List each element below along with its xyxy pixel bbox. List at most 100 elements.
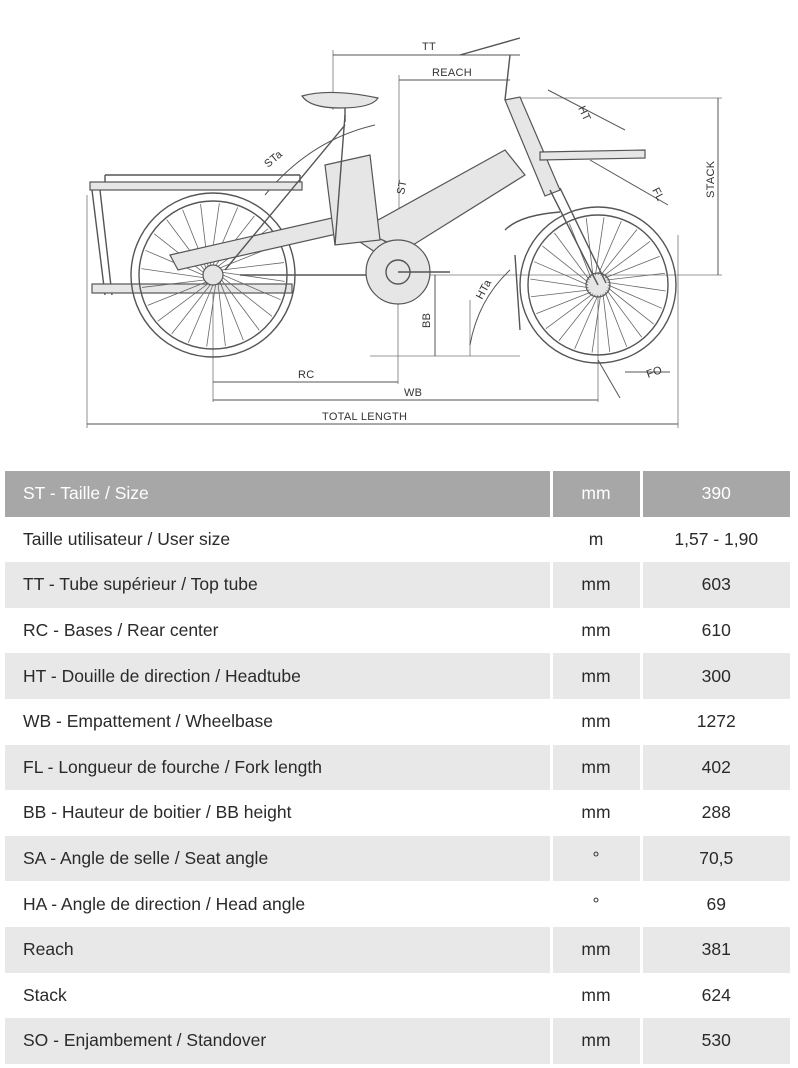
wheel-spoke [600,229,638,276]
row-value: 530 [641,1018,790,1064]
wheel-spoke [558,294,596,341]
wheel-spoke [171,284,211,335]
wheel-spoke [604,291,628,347]
row-unit: ° [551,835,643,882]
wheel-spoke [157,283,209,322]
row-unit: mm [551,972,643,1019]
wheel-spoke [222,272,285,282]
row-unit: mm [551,562,643,608]
row-value: 288 [641,790,790,836]
row-label: Reach [5,926,553,973]
wheel-spoke [142,279,205,288]
row-label: Taille utilisateur / User size [5,516,553,563]
row-label: BB - Hauteur de boitier / BB height [5,790,553,836]
row-label: HT - Douille de direction / Headtube [5,653,553,699]
row-value: 1272 [641,698,790,745]
wheel-spoke [206,284,216,347]
wheel-spoke [221,262,284,271]
wheel-spoke [545,293,594,329]
row-unit: mm [551,744,643,791]
wheel-spoke [221,279,260,331]
table-row: HA - Angle de direction / Head angle°69 [5,881,790,927]
label-fl: FL [649,186,666,203]
row-value: 603 [641,562,790,608]
row-unit: mm [551,1018,643,1064]
row-unit: mm [551,698,643,745]
label-st: ST [395,179,409,196]
label-stack: STACK [705,160,717,198]
wheel-spoke [536,291,592,315]
label-rc: RC [298,369,315,381]
wheel-spoke [597,220,622,276]
table-row: SA - Angle de selle / Seat angle°70,5 [5,835,790,882]
label-bb: BB [421,313,433,328]
bike-geometry-diagram: TT REACH HT STACK STa ST FL HTa BB RC WB… [86,37,722,428]
wheel-spoke [585,217,594,277]
row-unit: mm [551,471,643,517]
row-unit: ° [551,881,643,927]
row-label: WB - Empattement / Wheelbase [5,698,553,745]
row-unit: mm [551,926,643,973]
wheel-spoke [217,283,226,346]
wheel-spoke [607,284,663,309]
wheel-spoke [606,272,666,281]
wheel-spoke [604,255,660,279]
row-value: 69 [641,881,790,927]
wheel-spoke [222,274,281,301]
label-sta: STa [262,148,285,170]
wheel-spoke [574,294,599,350]
label-wb: WB [404,387,422,399]
wheel-spoke [607,282,666,292]
wheel-spoke [554,232,590,281]
wheel-spoke [606,289,642,338]
label-ht: HT [575,104,592,123]
row-label: Stack [5,972,553,1019]
wheel-spoke [222,277,273,317]
row-value: 1,57 - 1,90 [641,516,790,563]
row-unit: m [551,516,643,563]
wheel-spoke [607,287,654,325]
wheel-spoke [530,278,589,288]
row-label: HA - Angle de direction / Head angle [5,881,553,927]
row-value: 70,5 [641,835,790,882]
wheel-spoke [602,241,651,277]
row-value: 624 [641,972,790,1019]
row-unit: mm [551,653,643,699]
label-reach: REACH [432,67,472,79]
row-label: SA - Angle de selle / Seat angle [5,835,553,882]
wheel-spoke [141,268,204,278]
row-value: 402 [641,744,790,791]
row-label: FL - Longueur de fourche / Fork length [5,744,553,791]
row-label: SO - Enjambement / Standover [5,1018,553,1064]
row-unit: mm [551,607,643,654]
wheel-spoke [187,284,214,343]
wheel-spoke [147,281,207,306]
row-label: ST - Taille / Size [5,471,553,517]
label-tt: TT [422,41,436,53]
row-value: 610 [641,607,790,654]
row-label: TT - Tube supérieur / Top tube [5,562,553,608]
wheel-spoke [542,245,589,283]
label-hta: HTa [474,277,494,301]
row-value: 381 [641,926,790,973]
wheel-spoke [533,261,589,286]
wheel-spoke [595,217,605,276]
row-value: 390 [641,471,790,517]
wheel-spoke [219,281,244,341]
row-label: RC - Bases / Rear center [5,607,553,654]
row-value: 300 [641,653,790,699]
wheel-spoke [530,289,590,298]
